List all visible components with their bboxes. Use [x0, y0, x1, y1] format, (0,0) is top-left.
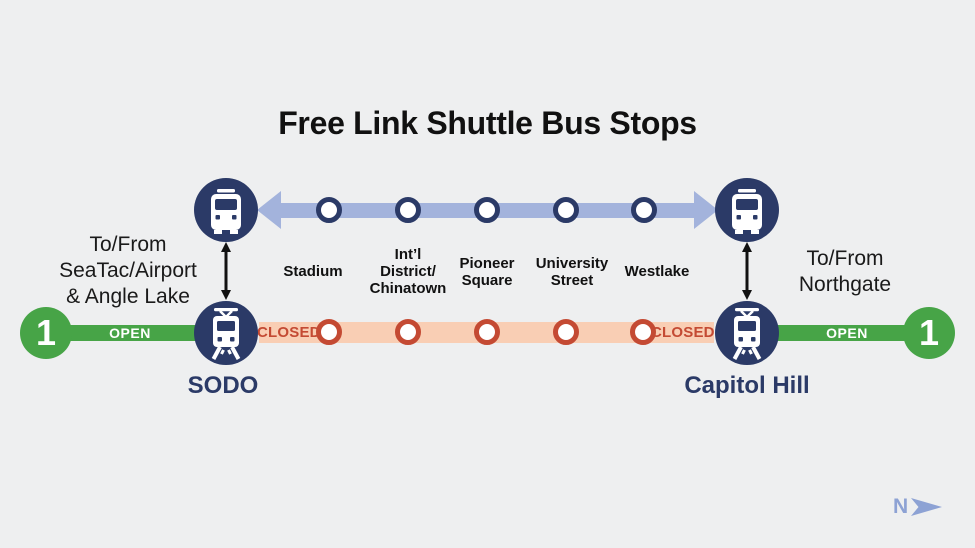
bus-icon [211, 189, 241, 234]
station-label-westlake: Westlake [624, 263, 690, 280]
direction-text-south: To/From SeaTac/Airport & Angle Lake [59, 233, 197, 308]
bus-badge-right [715, 178, 779, 242]
station-name-capitol-hill: Capitol Hill [684, 372, 810, 399]
compass: N [893, 495, 943, 519]
open-status-label-right: OPEN [826, 325, 868, 341]
light-rail-icon [211, 308, 241, 360]
closed-station-marker [316, 319, 342, 345]
link-line-open-segment-left [44, 325, 206, 341]
shuttle-stop-marker [474, 197, 500, 223]
closed-station-marker [630, 319, 656, 345]
closed-station-marker [474, 319, 500, 345]
page-title: Free Link Shuttle Bus Stops [278, 105, 697, 141]
shuttle-stop-marker [395, 197, 421, 223]
shuttle-arrowhead-right-icon [694, 191, 718, 229]
direction-text-north: To/From Northgate [798, 247, 892, 296]
route-1-badge-right: 1 [903, 307, 955, 359]
station-label-stadium: Stadium [283, 263, 343, 280]
shuttle-stop-marker [631, 197, 657, 223]
station-label-pioneer-square: Pioneer Square [459, 255, 515, 289]
closed-station-marker [395, 319, 421, 345]
bus-icon [732, 189, 762, 234]
shuttle-stop-marker [553, 197, 579, 223]
station-name-sodo: SODO [187, 372, 259, 399]
station-label-university-street: University Street [535, 255, 609, 289]
closed-status-label-right: CLOSED [651, 324, 715, 341]
closed-status-label-left: CLOSED [257, 324, 321, 341]
link-line-open-segment-right [770, 325, 930, 341]
light-rail-badge-capitol-hill [715, 301, 779, 365]
light-rail-icon [732, 308, 762, 360]
compass-north-label: N [893, 495, 909, 518]
closed-station-marker [553, 319, 579, 345]
light-rail-badge-sodo [194, 301, 258, 365]
route-1-badge-left: 1 [20, 307, 72, 359]
shuttle-arrowhead-left-icon [257, 191, 281, 229]
transfer-arrow-icon [742, 242, 752, 300]
open-status-label-left: OPEN [109, 325, 151, 341]
shuttle-stop-marker [316, 197, 342, 223]
north-arrow-icon [911, 498, 943, 516]
station-label-intl-district-chinatown: Int’l District/ Chinatown [369, 246, 447, 297]
transfer-arrow-icon [221, 242, 231, 300]
bus-badge-left [194, 178, 258, 242]
